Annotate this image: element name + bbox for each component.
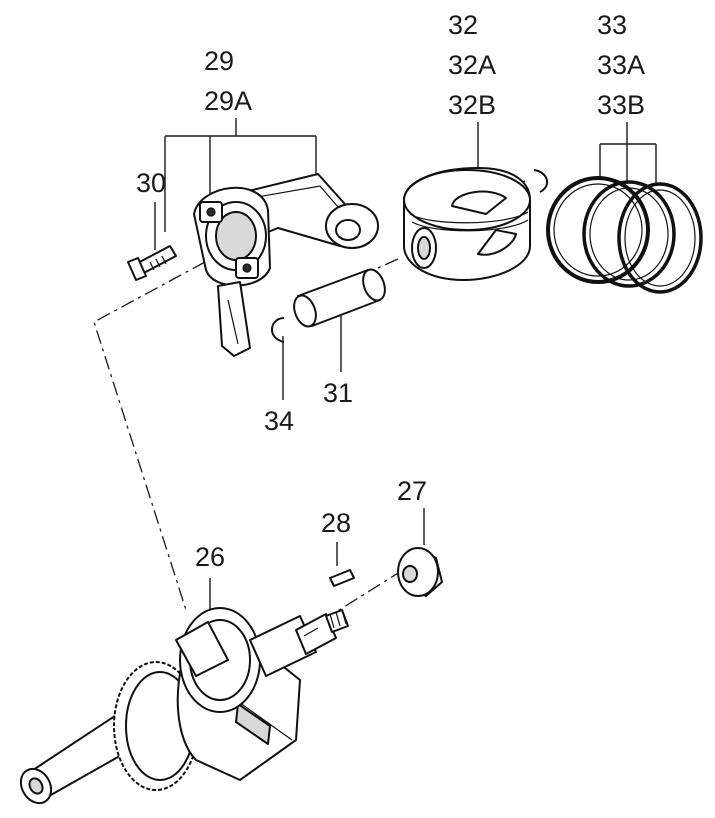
connecting-rod xyxy=(193,173,379,357)
piston-pin-clip-upper xyxy=(533,169,549,193)
piston-pin-clip xyxy=(271,317,285,343)
label-33a: 33A xyxy=(597,50,645,80)
label-26: 26 xyxy=(195,542,225,572)
piston-pin xyxy=(293,268,386,328)
piston-rings xyxy=(546,176,703,294)
label-28: 28 xyxy=(321,508,351,538)
label-31: 31 xyxy=(323,378,353,408)
label-32: 32 xyxy=(448,10,478,40)
flange-nut xyxy=(397,547,443,597)
crankshaft xyxy=(19,607,349,805)
connecting-rod-bolt xyxy=(127,245,177,281)
label-32b: 32B xyxy=(448,90,496,120)
piston xyxy=(403,167,531,281)
label-34: 34 xyxy=(264,406,294,436)
label-29: 29 xyxy=(204,46,234,76)
label-32a: 32A xyxy=(448,50,496,80)
label-27: 27 xyxy=(397,476,427,506)
label-33b: 33B xyxy=(597,90,645,120)
label-33: 33 xyxy=(597,10,627,40)
label-30: 30 xyxy=(136,168,166,198)
label-29a: 29A xyxy=(204,86,252,116)
woodruff-key xyxy=(329,569,355,587)
